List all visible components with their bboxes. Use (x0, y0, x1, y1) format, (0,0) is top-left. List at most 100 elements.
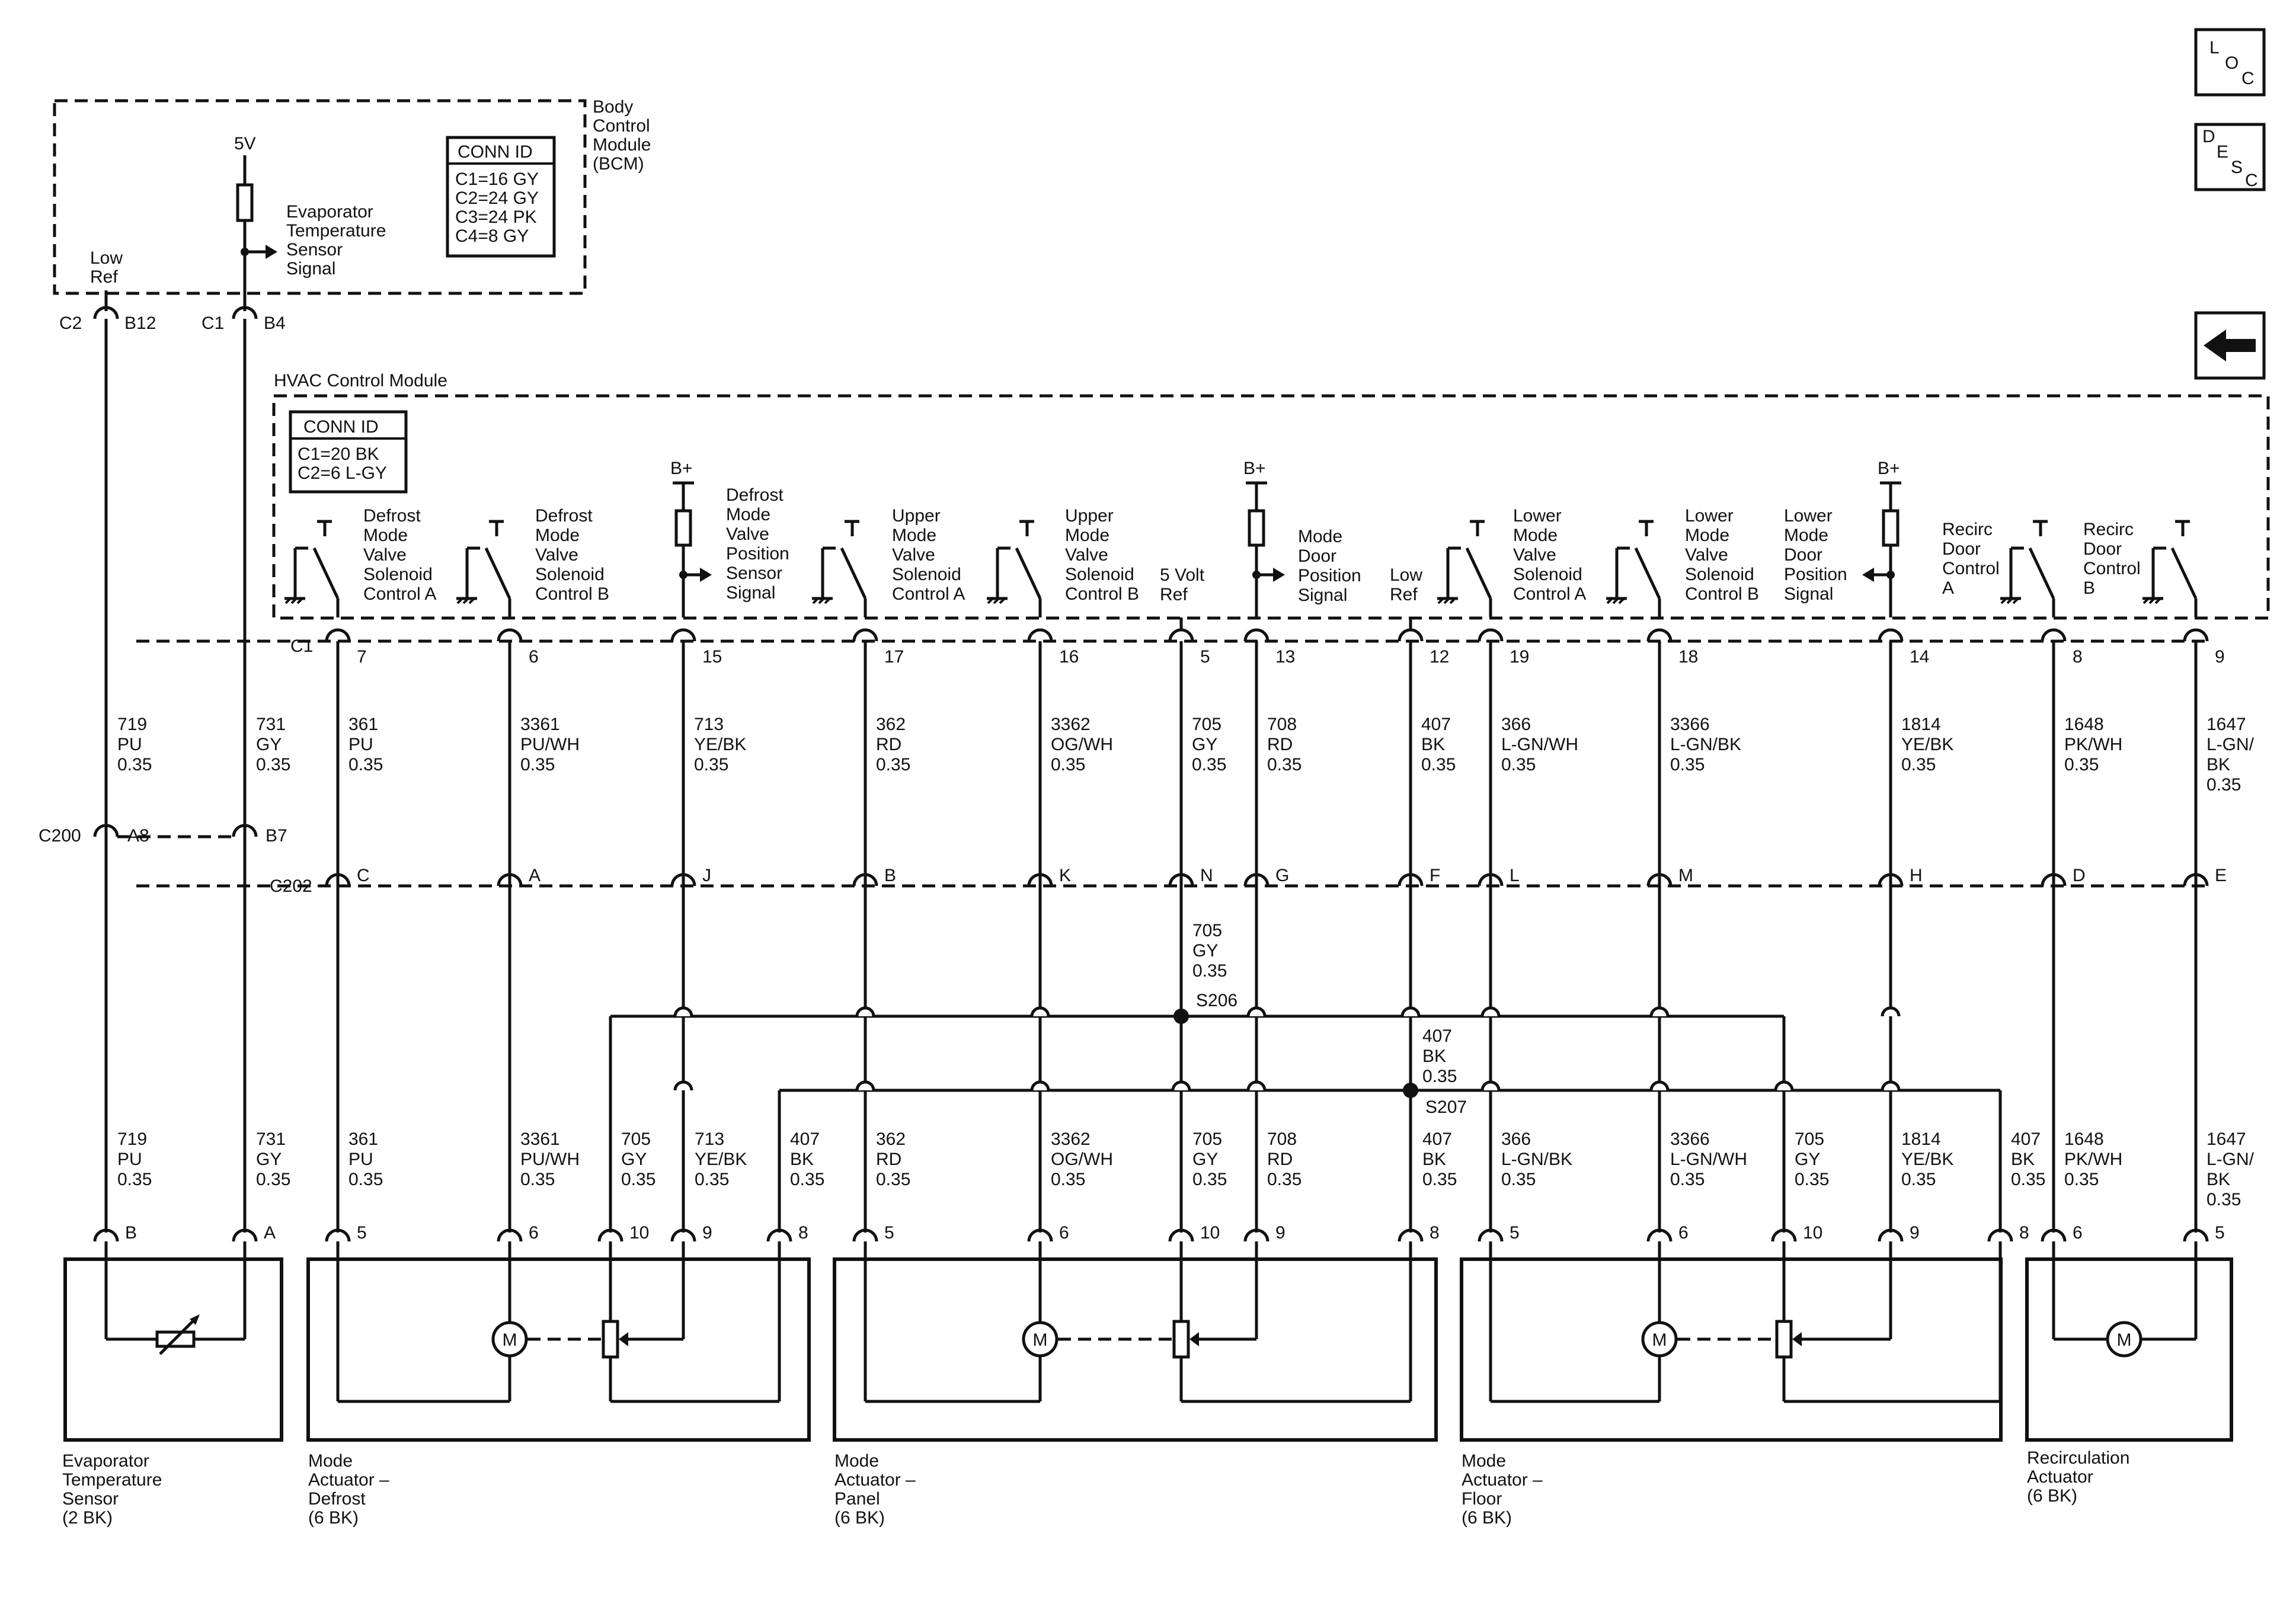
svg-text:705: 705 (621, 1129, 651, 1149)
svg-text:Solenoid: Solenoid (363, 565, 433, 584)
svg-text:Control B: Control B (1065, 584, 1139, 604)
svg-text:731: 731 (256, 715, 286, 734)
svg-text:3362: 3362 (1051, 1129, 1091, 1149)
component-pin-4 (597, 1228, 623, 1242)
svg-text:Lower: Lower (1784, 506, 1833, 526)
hvac-c1-pin-8 (2041, 628, 2067, 642)
solenoid-switch-1 (456, 520, 511, 617)
svg-text:C2=6 L-GY: C2=6 L-GY (298, 463, 387, 483)
c202-pin-D (2041, 873, 2067, 886)
svg-text:Position: Position (726, 544, 789, 564)
svg-text:PK/WH: PK/WH (2064, 1150, 2122, 1169)
hvac-c1-pin-17 (852, 628, 878, 642)
svg-text:Sensor: Sensor (286, 240, 343, 260)
solenoid-switch-3 (812, 520, 867, 617)
panel-actuator-internals (864, 1262, 1412, 1403)
svg-text:Mode: Mode (892, 526, 936, 545)
bcm-title: Body Control Module (BCM) (593, 97, 651, 174)
s206-label: S206 (1196, 991, 1237, 1010)
component-pin-label-4: 10 (629, 1223, 649, 1243)
svg-text:0.35: 0.35 (520, 755, 555, 774)
bplus-resistor-10 (1882, 509, 1900, 547)
svg-text:0.35: 0.35 (2064, 755, 2099, 774)
svg-text:Solenoid: Solenoid (892, 565, 961, 584)
solenoid-switch-8 (1437, 520, 1492, 617)
hvac-pin-label-15: 15 (702, 647, 722, 667)
svg-text:0.35: 0.35 (1901, 1170, 1936, 1189)
component-pin-label-2: 5 (357, 1223, 367, 1243)
hvac-pin-label-14: 14 (1910, 647, 1929, 667)
component-pin-5 (670, 1228, 696, 1242)
svg-text:(6 BK): (6 BK) (1462, 1508, 1512, 1528)
svg-text:Ref: Ref (1160, 585, 1188, 604)
svg-text:0.35: 0.35 (1421, 755, 1456, 774)
panel-actuator-motor: M (1022, 1321, 1059, 1358)
svg-text:YE/BK: YE/BK (694, 735, 746, 754)
svg-text:Valve: Valve (363, 545, 407, 565)
svg-text:(6 BK): (6 BK) (834, 1508, 885, 1528)
svg-text:Temperature: Temperature (286, 221, 386, 241)
svg-text:Actuator: Actuator (2027, 1467, 2093, 1487)
bplus-pullup-2: B+ (670, 459, 712, 617)
c202-pin-label-E: E (2215, 866, 2227, 885)
hvac-c1-pin-19 (1478, 628, 1504, 642)
component-pin-16 (1987, 1228, 2013, 1242)
svg-text:Mode: Mode (1685, 526, 1729, 545)
recirculation-actuator-label: Recirculation Actuator (6 BK) (2027, 1448, 2129, 1506)
c202-pin-label-L: L (1510, 866, 1520, 885)
svg-text:Valve: Valve (535, 545, 578, 565)
svg-text:0.35: 0.35 (348, 1170, 383, 1189)
svg-text:Recirc: Recirc (1942, 520, 1993, 539)
svg-text:Control B: Control B (535, 584, 609, 604)
svg-text:M: M (1033, 1330, 1048, 1350)
component-pin-2 (325, 1228, 351, 1242)
desc-nav-button[interactable]: D E S C (2194, 123, 2266, 191)
component-pin-label-18: 5 (2215, 1223, 2225, 1243)
svg-text:0.35: 0.35 (1795, 1170, 1829, 1189)
svg-text:GY: GY (1192, 941, 1218, 961)
c200-label: C200 (39, 826, 81, 846)
component-pin-12 (1478, 1228, 1504, 1242)
svg-text:BK: BK (790, 1150, 814, 1169)
svg-text:Upper: Upper (892, 506, 941, 526)
svg-text:0.35: 0.35 (2064, 1170, 2099, 1189)
loc-nav-button[interactable]: L O C (2194, 28, 2266, 97)
svg-text:0.35: 0.35 (694, 755, 728, 774)
panel-actuator-position-sensor (1172, 1320, 1190, 1359)
back-arrow-button[interactable] (2194, 311, 2266, 380)
svg-text:Temperature: Temperature (62, 1470, 162, 1490)
c202-pin-label-M: M (1678, 866, 1693, 885)
bcm-module: Body Control Module (BCM) CONN ID C1=16 … (53, 97, 651, 311)
svg-text:713: 713 (694, 715, 724, 734)
svg-text:0.35: 0.35 (1051, 755, 1085, 774)
solenoid-switch-4 (987, 520, 1042, 617)
recirculation-actuator-internals (2052, 1262, 2198, 1341)
svg-text:PK/WH: PK/WH (2064, 735, 2122, 754)
svg-text:Control B: Control B (1685, 584, 1759, 604)
component-pin-label-15: 9 (1910, 1223, 1920, 1243)
svg-text:Valve: Valve (1513, 545, 1556, 565)
hvac-c1-pin-12 (1398, 628, 1424, 642)
component-pin-label-13: 6 (1678, 1223, 1689, 1243)
svg-text:YE/BK: YE/BK (1901, 1150, 1953, 1169)
svg-text:GY: GY (1795, 1150, 1820, 1169)
desc-letter-c: C (2245, 171, 2258, 190)
svg-text:Low: Low (90, 248, 123, 268)
component-pin-label-11: 8 (1430, 1223, 1440, 1243)
